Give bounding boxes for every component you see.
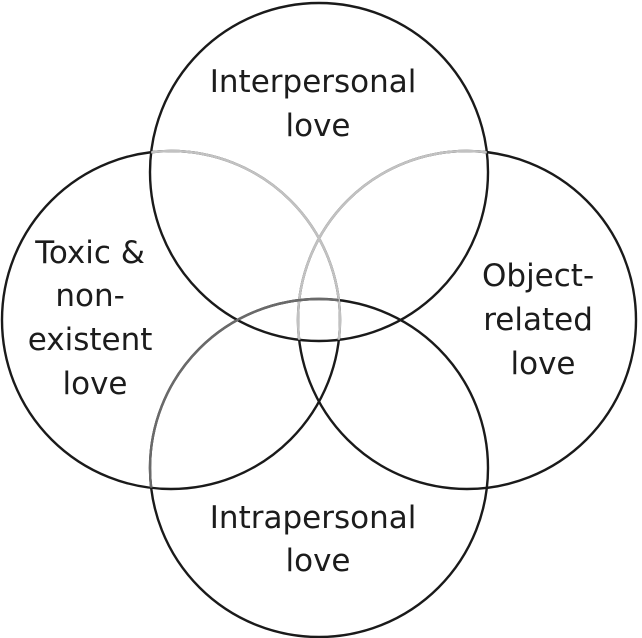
label-line: related bbox=[483, 302, 593, 338]
arc-right-in-top bbox=[296, 149, 488, 341]
overlap-arcs bbox=[148, 149, 488, 489]
label-toxic-nonexistent: Toxic & non- existent love bbox=[28, 235, 163, 402]
label-line: non- bbox=[55, 278, 124, 314]
circle-toxic-nonexistent bbox=[0, 149, 342, 491]
arc-bottom-in-left bbox=[148, 297, 340, 489]
label-line: love bbox=[286, 108, 351, 144]
label-line: love bbox=[511, 346, 576, 382]
label-line: Intrapersonal bbox=[210, 500, 417, 536]
label-line: Interpersonal bbox=[210, 64, 417, 100]
circle-interpersonal bbox=[148, 1, 490, 343]
circle-intrapersonal bbox=[148, 297, 490, 638]
label-line: Object- bbox=[482, 258, 594, 294]
label-object-related: Object- related love bbox=[482, 258, 604, 382]
arc-left-in-top bbox=[150, 149, 342, 341]
label-line: Toxic & bbox=[34, 235, 145, 271]
label-interpersonal: Interpersonal love bbox=[210, 64, 427, 144]
label-intrapersonal: Intrapersonal love bbox=[210, 500, 426, 579]
label-line: love bbox=[286, 543, 351, 579]
label-line: existent bbox=[28, 322, 153, 358]
label-line: love bbox=[63, 366, 128, 402]
